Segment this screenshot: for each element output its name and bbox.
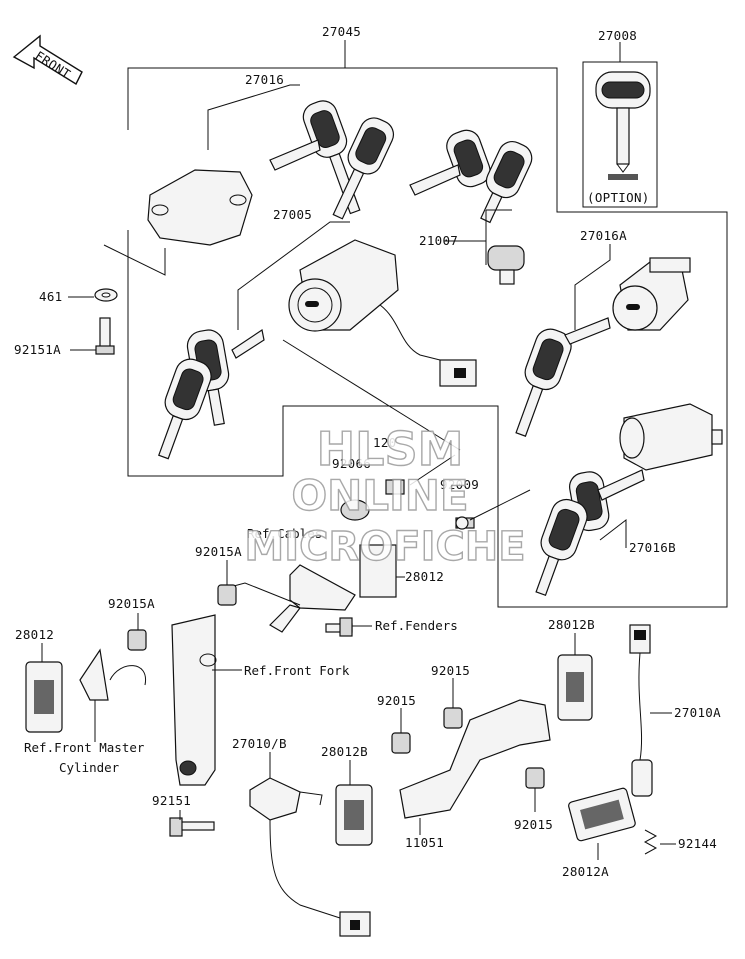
reflector-28012a [568,787,636,842]
washer-461 [94,288,118,302]
watermark-line3: MICROFICHE [244,524,525,570]
bolt-92151 [169,817,215,837]
key-icon-27016-b [332,117,395,220]
part-number-27016: 27016 [245,72,284,87]
part-number-92009: 92009 [440,477,479,492]
bolt-fenders [325,617,353,637]
nut-92015-b [391,732,411,754]
part-number-27005: 27005 [273,207,312,222]
ref-fenders-label: Ref.Fenders [375,618,458,633]
part-number-120: 120 [373,435,396,450]
nut-92015-c [525,767,545,789]
watermark: HLSM ONLINE MICROFICHE [244,421,527,570]
part-number-27010b: 27010/B [232,736,287,751]
ignition-connector [439,359,477,387]
bolt-120 [385,479,405,495]
part-number-92015a-left: 92015A [108,596,155,611]
grommet-92066 [340,499,370,521]
key-icon-27016a-a [515,328,572,437]
nut-92015-a [443,707,463,729]
reflector-28012b-right [557,654,593,721]
option-label: (OPTION) [587,190,650,205]
bolt-92151a [95,317,115,355]
reflector-28012-top [359,544,397,598]
part-number-92151: 92151 [152,793,191,808]
ignition-wire [379,304,441,361]
ignition-housing [147,169,253,246]
part-number-28012b-right: 28012B [548,617,595,632]
part-number-27016b: 27016B [629,540,676,555]
lock-plug [487,245,525,285]
screw-92009 [455,516,475,530]
helmet-lock [619,403,723,471]
part-number-92151a: 92151A [14,342,61,357]
reflector-28012-left [25,661,63,733]
part-number-92015-middle: 92015 [377,693,416,708]
part-number-27045: 27045 [322,24,361,39]
nut-92015a-left [127,629,147,651]
master-bracket [79,648,146,701]
part-number-28012b-lower: 28012B [321,744,368,759]
part-number-92144: 92144 [678,836,717,851]
bracket-11051 [399,699,551,819]
lock-cylinder [288,239,399,332]
key-icon-27005-b [158,358,212,460]
ref-front-fork-label: Ref.Front Fork [244,663,350,678]
part-number-11051: 11051 [405,835,444,850]
reflector-28012b-lower [335,784,373,846]
ref-front-master-label: Ref.Front Master [24,740,145,755]
key-icon-option [595,71,651,180]
part-number-27016a: 27016A [580,228,627,243]
ref-cables-label: Ref.Cables [247,526,322,541]
watermark-line1: HLSM [317,422,464,476]
part-number-92066: 92066 [332,456,371,471]
ref-cylinder-label: Cylinder [59,760,120,775]
part-number-461: 461 [39,289,62,304]
part-number-92015-lower: 92015 [514,817,553,832]
watermark-line2: ONLINE [291,471,468,520]
front-arrow-label: FRONT [32,48,73,82]
part-number-27010a: 27010A [674,705,721,720]
part-number-92015-upper: 92015 [431,663,470,678]
part-number-21007: 21007 [419,233,458,248]
group-outline [127,67,728,608]
part-number-28012a: 28012A [562,864,609,879]
part-number-92015a-top: 92015A [195,544,242,559]
fork-bracket [171,614,217,786]
key-icon-27016b-b [535,498,588,597]
part-number-28012-top: 28012 [405,569,444,584]
seat-lock [612,257,691,331]
part-number-27008: 27008 [598,28,637,43]
sensor-27010a [629,624,653,797]
nut-92015a-top [217,584,237,606]
front-arrow-icon: FRONT [12,34,83,85]
mount-bracket [269,564,356,633]
part-number-28012-left: 28012 [15,627,54,642]
spring-92144 [643,829,658,855]
